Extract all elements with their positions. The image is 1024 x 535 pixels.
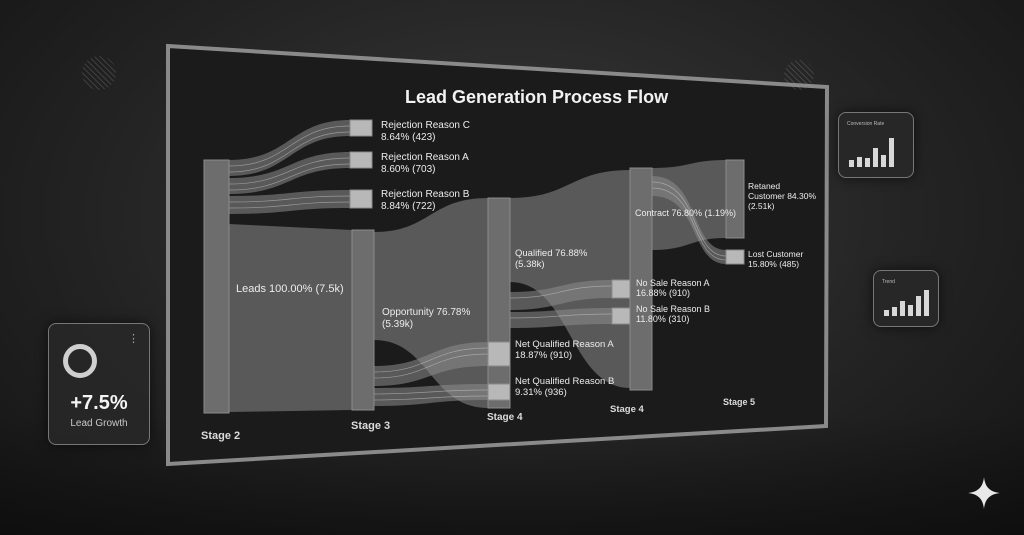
kebab-menu-icon[interactable]: ⋮ xyxy=(128,333,139,345)
node-rejection-c xyxy=(349,119,373,137)
label-no-sale-b-value: 11.80% (310) xyxy=(636,314,689,324)
donut-icon xyxy=(63,344,97,378)
sparkle-icon xyxy=(968,477,1000,509)
stage-label-4: Stage 4 xyxy=(610,404,645,415)
label-rejection-b-name: Rejection Reason B xyxy=(381,189,470,200)
label-rejection-c-name: Rejection Reason C xyxy=(381,120,470,131)
mini-bar xyxy=(900,301,905,316)
node-net-qualified-b xyxy=(487,383,511,401)
node-contract xyxy=(629,167,653,391)
label-qualified-name: Qualified 76.88% xyxy=(515,248,588,259)
mini-chart-card-1[interactable]: Conversion Rate xyxy=(838,112,914,178)
mini-bar xyxy=(884,310,889,316)
label-lost-name: Lost Customer xyxy=(748,249,803,259)
label-net-qualified-b-value: 9.31% (936) xyxy=(515,387,567,398)
label-rejection-b-value: 8.84% (722) xyxy=(381,201,435,212)
mini-bar xyxy=(889,138,894,167)
label-qualified-value: (5.38k) xyxy=(515,259,545,270)
flow-stripes-rejections xyxy=(228,125,351,209)
node-lost xyxy=(725,249,745,265)
label-retained-line1: Retaned xyxy=(748,181,780,191)
mini-bar xyxy=(849,160,854,167)
label-no-sale-b-name: No Sale Reason B xyxy=(636,304,710,314)
label-leads: Leads 100.00% (7.5k) xyxy=(236,283,344,295)
label-net-qualified-a-value: 18.87% (910) xyxy=(515,350,572,361)
node-retained xyxy=(725,159,745,239)
flow-bands xyxy=(228,120,727,412)
decor-hatch-right xyxy=(784,60,814,90)
mini-bar xyxy=(873,148,878,167)
flow-no-sale-b xyxy=(510,308,612,328)
mini-chart-2-title: Trend xyxy=(882,279,895,285)
label-opportunity-value: (5.39k) xyxy=(382,319,413,330)
mini-chart-card-2[interactable]: Trend xyxy=(873,270,939,327)
flow-stripes-lost xyxy=(651,181,727,261)
node-net-qualified-a xyxy=(487,341,511,367)
flow-rejection-b xyxy=(229,190,350,214)
stage-label-2: Stage 3 xyxy=(351,420,390,432)
label-net-qualified-a-name: Net Qualified Reason A xyxy=(515,339,614,350)
stage-label-3: Stage 4 xyxy=(487,412,523,423)
mini-bar xyxy=(916,296,921,316)
mini-bar xyxy=(924,290,929,316)
node-qualified xyxy=(487,197,511,409)
node-leads xyxy=(203,159,230,414)
flow-net-qualified-b xyxy=(374,384,488,406)
decor-hatch-left xyxy=(82,56,116,90)
sankey-labels: Leads 100.00% (7.5k) Rejection Reason C … xyxy=(236,120,816,398)
mini-bar xyxy=(881,155,886,167)
label-retained-line2: Customer 84.30% xyxy=(748,191,816,201)
kpi-card[interactable]: ⋮ +7.5% Lead Growth xyxy=(48,323,150,445)
kpi-label: Lead Growth xyxy=(70,418,128,429)
chart-title: Lead Generation Process Flow xyxy=(405,87,669,107)
sankey-nodes xyxy=(203,119,745,414)
flow-lost xyxy=(652,176,726,264)
label-rejection-c-value: 8.64% (423) xyxy=(381,132,435,143)
label-rejection-a-name: Rejection Reason A xyxy=(381,152,469,163)
flow-rejection-a xyxy=(229,152,350,194)
stage-label-1: Stage 2 xyxy=(201,430,240,442)
label-lost-value: 15.80% (485) xyxy=(748,259,799,269)
node-no-sale-a xyxy=(611,279,633,299)
mini-bar xyxy=(892,307,897,316)
mini-chart-2-bars xyxy=(884,282,929,316)
label-rejection-a-value: 8.60% (703) xyxy=(381,164,435,175)
flow-opportunity xyxy=(229,224,352,412)
mini-bar xyxy=(908,305,913,316)
node-opportunity xyxy=(351,229,375,411)
flow-stripes-reasons xyxy=(373,285,613,401)
label-contract: Contract 76.80% (1.19%) xyxy=(635,208,736,218)
node-rejection-b xyxy=(349,189,373,209)
label-opportunity-name: Opportunity 76.78% xyxy=(382,307,470,318)
kpi-value: +7.5% xyxy=(70,392,128,414)
label-net-qualified-b-name: Net Qualified Reason B xyxy=(515,376,614,387)
node-rejection-a xyxy=(349,151,373,169)
node-no-sale-b xyxy=(611,307,633,325)
stage-label-5: Stage 5 xyxy=(723,397,755,407)
stage-labels: Stage 2 Stage 3 Stage 4 Stage 4 Stage 5 xyxy=(201,397,755,442)
mini-bar xyxy=(865,158,870,167)
label-no-sale-a-value: 16.88% (910) xyxy=(636,288,690,298)
mini-bar xyxy=(857,157,862,167)
mini-chart-1-title: Conversion Rate xyxy=(847,121,885,127)
mini-chart-1-bars xyxy=(849,133,894,167)
label-no-sale-a-name: No Sale Reason A xyxy=(636,278,710,288)
flow-contract xyxy=(510,170,630,388)
label-retained-line3: (2.51k) xyxy=(748,201,775,211)
